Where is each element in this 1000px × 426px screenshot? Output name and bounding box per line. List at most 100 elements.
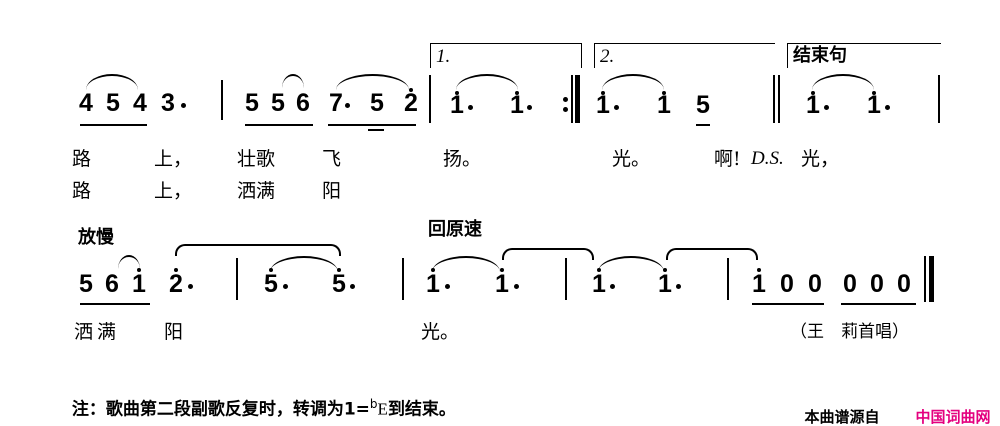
- octave-dot: [757, 268, 761, 272]
- augmentation-dot: [181, 103, 186, 108]
- octave-dot: [515, 91, 519, 95]
- octave-dot: [137, 268, 141, 272]
- underline: [752, 303, 824, 305]
- lyric: 光。: [421, 321, 460, 343]
- note: 5: [332, 270, 346, 298]
- underline: [245, 124, 313, 126]
- note: 4: [79, 89, 93, 117]
- octave-dot: [601, 91, 605, 95]
- volta-2-bracket: [594, 43, 775, 68]
- barline: [938, 75, 940, 123]
- phrase-slur: [175, 244, 341, 256]
- barline-double-thin: [778, 75, 780, 123]
- augmentation-dot: [350, 284, 355, 289]
- augmentation-dot: [445, 284, 450, 289]
- slur: [598, 256, 664, 272]
- barline-double-thin: [773, 75, 775, 123]
- barline: [727, 258, 729, 300]
- augmentation-dot: [676, 284, 681, 289]
- lyric: 洒满: [237, 180, 276, 202]
- underline: [80, 124, 147, 126]
- octave-dot: [662, 91, 666, 95]
- note: 1: [426, 270, 440, 298]
- note: 5: [696, 91, 710, 119]
- source-site-name[interactable]: 中国词曲网: [915, 408, 991, 426]
- octave-dot: [872, 91, 876, 95]
- note: 1: [596, 91, 610, 119]
- note: 5: [370, 89, 384, 117]
- note: 5: [79, 270, 93, 298]
- underline: [328, 124, 416, 126]
- repeat-dot: [563, 97, 568, 102]
- source-attribution: 本曲谱源自: [794, 390, 879, 426]
- note: 2: [404, 89, 418, 117]
- underline: [696, 124, 710, 126]
- rest: 0: [808, 270, 822, 298]
- volta-coda-bracket: [787, 43, 941, 68]
- rest: 0: [843, 270, 857, 298]
- note: 1: [592, 270, 606, 298]
- lyric: 光，: [801, 148, 840, 170]
- note: 1: [752, 270, 766, 298]
- rest: 0: [897, 270, 911, 298]
- double-underline: [368, 129, 384, 131]
- volta-1-label: 1.: [436, 46, 451, 67]
- slur: [86, 74, 138, 90]
- octave-dot: [431, 268, 435, 272]
- repeat-dot: [563, 107, 568, 112]
- augmentation-dot: [885, 105, 890, 110]
- note: 1: [806, 91, 820, 119]
- barline: [565, 258, 567, 300]
- augmentation-dot: [283, 284, 288, 289]
- footnote-text: 注：歌曲第二段副歌反复时，转调为1=: [71, 399, 370, 420]
- augmentation-dot: [824, 105, 829, 110]
- lyric: 路: [72, 180, 92, 202]
- repeat-barline-thin: [571, 75, 573, 123]
- lyric: 啊!: [714, 148, 741, 170]
- note: 5: [271, 89, 285, 117]
- note: 6: [105, 270, 119, 298]
- lyric: 阳: [322, 180, 342, 202]
- augmentation-dot: [610, 284, 615, 289]
- note: 5: [106, 89, 120, 117]
- lyric: 阳: [164, 321, 184, 343]
- octave-dot: [597, 268, 601, 272]
- octave-dot: [811, 91, 815, 95]
- barline: [429, 75, 431, 123]
- lyric: 上，: [154, 180, 193, 202]
- footnote: 注：歌曲第二段副歌反复时，转调为1=bE到结束。: [60, 374, 456, 420]
- note: 4: [133, 89, 147, 117]
- lyric: 扬。: [443, 148, 482, 170]
- slur: [118, 255, 140, 269]
- octave-dot: [409, 88, 413, 92]
- flat-sign: b: [369, 397, 378, 411]
- singer-credit: （王 莉首唱）: [790, 322, 909, 342]
- volta-1-bracket: [430, 43, 582, 68]
- barline: [221, 80, 223, 120]
- note: 7: [329, 89, 343, 117]
- tempo-mark-resume: 回原速: [428, 219, 482, 240]
- augmentation-dot: [514, 284, 519, 289]
- octave-dot: [500, 268, 504, 272]
- source-site-link[interactable]: 中国词曲网: [905, 390, 990, 426]
- slur: [282, 74, 304, 88]
- octave-dot: [337, 268, 341, 272]
- phrase-slur: [502, 248, 594, 260]
- rest: 0: [780, 270, 794, 298]
- note: 1: [657, 91, 671, 119]
- note: 5: [264, 270, 278, 298]
- source-label: 本曲谱源自: [804, 408, 880, 426]
- lyric: 壮歌: [237, 148, 276, 170]
- augmentation-dot: [614, 105, 619, 110]
- octave-dot: [174, 268, 178, 272]
- octave-dot: [663, 268, 667, 272]
- lyric: 飞: [322, 148, 342, 170]
- underline: [841, 303, 916, 305]
- barline: [236, 258, 238, 300]
- rest: 0: [870, 270, 884, 298]
- footnote-key: E: [377, 399, 388, 419]
- final-barline-thick: [929, 256, 934, 302]
- octave-dot: [269, 268, 273, 272]
- footnote-text-end: 到结束。: [387, 399, 456, 420]
- volta-2-label: 2.: [600, 46, 615, 67]
